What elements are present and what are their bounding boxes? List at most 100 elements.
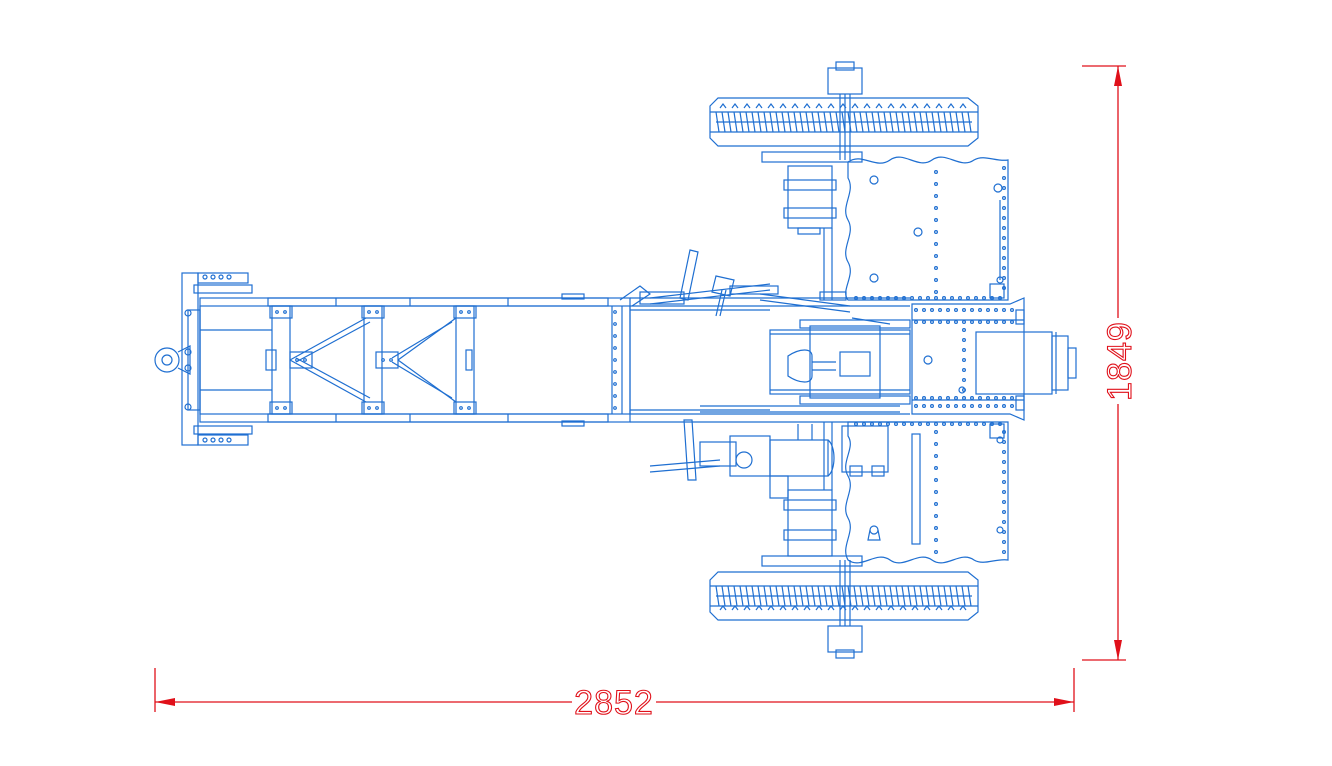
rivet xyxy=(945,396,950,401)
tread-line xyxy=(817,111,822,133)
rivet xyxy=(893,422,898,427)
rivet xyxy=(969,308,974,313)
rivet xyxy=(877,422,882,427)
tread-notch xyxy=(959,103,967,109)
rivet xyxy=(933,422,938,427)
tread-line xyxy=(847,111,852,133)
tread-notch xyxy=(839,605,847,611)
tread-notch xyxy=(767,605,775,611)
rivet xyxy=(1001,430,1006,435)
rivet xyxy=(945,308,950,313)
tread-notch xyxy=(779,103,787,109)
length-dimension-value: 2852 xyxy=(574,684,654,722)
rivet xyxy=(933,194,938,199)
tread-line xyxy=(763,111,768,133)
tread-notch xyxy=(743,605,751,611)
rivet xyxy=(869,296,874,301)
tread-line xyxy=(913,111,918,133)
tread-line xyxy=(793,585,798,607)
tread-line xyxy=(799,585,804,607)
frame-rivets[interactable] xyxy=(275,310,617,410)
tread-notch xyxy=(935,605,943,611)
rivet xyxy=(1001,460,1006,465)
tread-line xyxy=(739,585,744,607)
rivet xyxy=(901,296,906,301)
tread-line xyxy=(721,585,726,607)
rivet xyxy=(275,406,279,410)
rivet xyxy=(941,296,946,301)
tread-line xyxy=(967,111,972,133)
tread-notch xyxy=(887,605,895,611)
tread-line xyxy=(745,585,750,607)
rivet xyxy=(961,396,966,401)
rivet xyxy=(1001,490,1006,495)
tread-notch xyxy=(791,103,799,109)
tread-line xyxy=(871,111,876,133)
tread-line xyxy=(865,111,870,133)
rivet xyxy=(283,406,287,410)
lower-tread xyxy=(715,585,972,611)
tread-notch xyxy=(947,103,955,109)
rivet xyxy=(933,230,938,235)
tread-line xyxy=(853,585,858,607)
tread-notch xyxy=(911,103,919,109)
tread-notch xyxy=(719,103,727,109)
tread-line xyxy=(751,585,756,607)
rivet xyxy=(613,358,617,362)
tread-line xyxy=(787,111,792,133)
tread-line xyxy=(829,111,834,133)
rivet xyxy=(973,422,978,427)
tread-line xyxy=(901,111,906,133)
rivet xyxy=(613,394,617,398)
tread-line xyxy=(727,111,732,133)
cross-members xyxy=(200,298,509,422)
rivet xyxy=(613,346,617,350)
tread-line xyxy=(901,585,906,607)
tread-line xyxy=(769,585,774,607)
center-gearbox xyxy=(700,317,911,413)
tread-line xyxy=(805,111,810,133)
tread-line xyxy=(925,585,930,607)
tread-line xyxy=(835,585,840,607)
tread-notch xyxy=(935,103,943,109)
rivet xyxy=(981,422,986,427)
tread-notch xyxy=(923,605,931,611)
tread-line xyxy=(859,585,864,607)
rivet xyxy=(861,296,866,301)
tread-line xyxy=(745,111,750,133)
rivet xyxy=(1001,206,1006,211)
rivet xyxy=(921,396,926,401)
rivet xyxy=(885,296,890,301)
rivet xyxy=(613,382,617,386)
rivet xyxy=(973,296,978,301)
rivet xyxy=(367,406,371,410)
tread-notch xyxy=(779,605,787,611)
rivet xyxy=(953,396,958,401)
tow-hitch xyxy=(154,272,253,446)
tread-notch xyxy=(851,103,859,109)
rivet xyxy=(937,308,942,313)
rivet xyxy=(295,358,299,362)
rivet xyxy=(933,549,938,554)
tread-line xyxy=(889,585,894,607)
tread-line xyxy=(811,111,816,133)
rivet xyxy=(969,396,974,401)
tread-notch xyxy=(863,103,871,109)
rivet xyxy=(933,490,938,495)
rivet xyxy=(921,308,926,313)
tread-line xyxy=(727,585,732,607)
tread-line xyxy=(937,111,942,133)
tread-notch xyxy=(719,605,727,611)
rivet xyxy=(993,404,998,409)
rivet xyxy=(933,513,938,518)
tread-line xyxy=(847,585,852,607)
rivet xyxy=(933,278,938,283)
tread-line xyxy=(841,111,846,133)
rear-axle-plate xyxy=(911,283,1077,439)
tread-notch xyxy=(731,605,739,611)
tread-notch xyxy=(803,103,811,109)
tread-notch xyxy=(899,605,907,611)
tread-notch xyxy=(743,103,751,109)
tread-line xyxy=(883,111,888,133)
